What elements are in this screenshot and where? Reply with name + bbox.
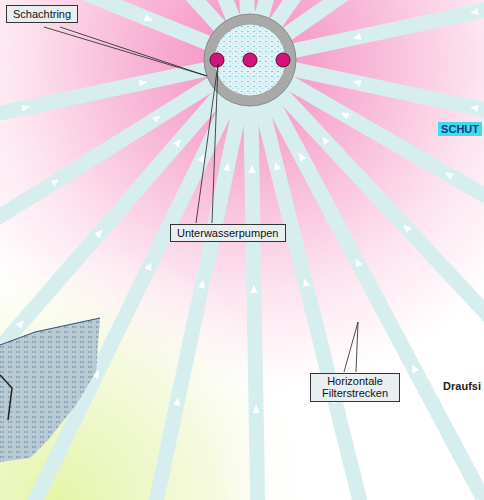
flow-arrow [198, 280, 205, 289]
flow-arrow [353, 33, 362, 40]
pump-dot [276, 53, 290, 67]
view-label: Draufsi [443, 380, 481, 392]
flow-arrow [16, 320, 24, 328]
gravel-edge [0, 375, 12, 420]
flow-arrow [356, 259, 363, 268]
flow-arrow [299, 153, 306, 162]
flow-arrow [144, 14, 153, 20]
title-band: SCHUT [438, 122, 482, 136]
flow-arrow [274, 162, 281, 171]
flow-arrow [152, 116, 161, 123]
filter-ray [250, 60, 419, 500]
leader-lines [44, 27, 358, 372]
flow-arrow [412, 365, 419, 374]
gravel-edge [0, 318, 100, 345]
filter-ray [104, 60, 250, 500]
filter-ray [250, 60, 262, 500]
pump-dot [210, 53, 224, 67]
flow-arrow [470, 8, 479, 15]
leader-line [196, 64, 218, 223]
label-box: Schachtring [6, 5, 78, 23]
filter-ray [0, 60, 250, 500]
flow-arrow [253, 405, 260, 413]
filter-ray [250, 60, 484, 500]
label-text: Unterwasserpumpen [177, 227, 279, 239]
flow-arrow [139, 80, 148, 87]
pump-dot [243, 53, 257, 67]
label-box: Unterwasserpumpen [170, 224, 286, 242]
flow-arrow [341, 113, 350, 120]
flow-arrow [303, 278, 310, 287]
flow-arrow [322, 137, 330, 145]
flow-arrow [445, 173, 454, 180]
leader-line [212, 64, 218, 223]
shaft-ring [204, 14, 296, 106]
leader-line [60, 27, 207, 76]
leader-line [44, 27, 207, 76]
gravel-body [0, 318, 100, 462]
flow-arrow [173, 139, 181, 147]
label-text: Schachtring [13, 8, 71, 20]
leader-line [344, 322, 358, 372]
flow-arrow [223, 163, 230, 172]
flow-arrow [21, 105, 30, 112]
leader-line [356, 322, 358, 372]
flow-arrow [197, 154, 204, 163]
flow-arrow [51, 179, 60, 186]
shaft-water [214, 24, 286, 96]
flow-arrow [248, 165, 255, 173]
flow-arrow [251, 285, 258, 293]
label-text: Horizontale Filterstrecken [315, 376, 395, 399]
flow-arrow [145, 262, 152, 271]
flow-arrow [94, 230, 102, 238]
flow-arrow [353, 80, 362, 87]
flow-arrow [173, 397, 180, 406]
filter-ray [0, 60, 250, 500]
flow-arrow [470, 105, 479, 112]
label-text: SCHUT [441, 123, 479, 135]
label-box: Horizontale Filterstrecken [310, 373, 400, 402]
flow-arrow [403, 225, 411, 233]
